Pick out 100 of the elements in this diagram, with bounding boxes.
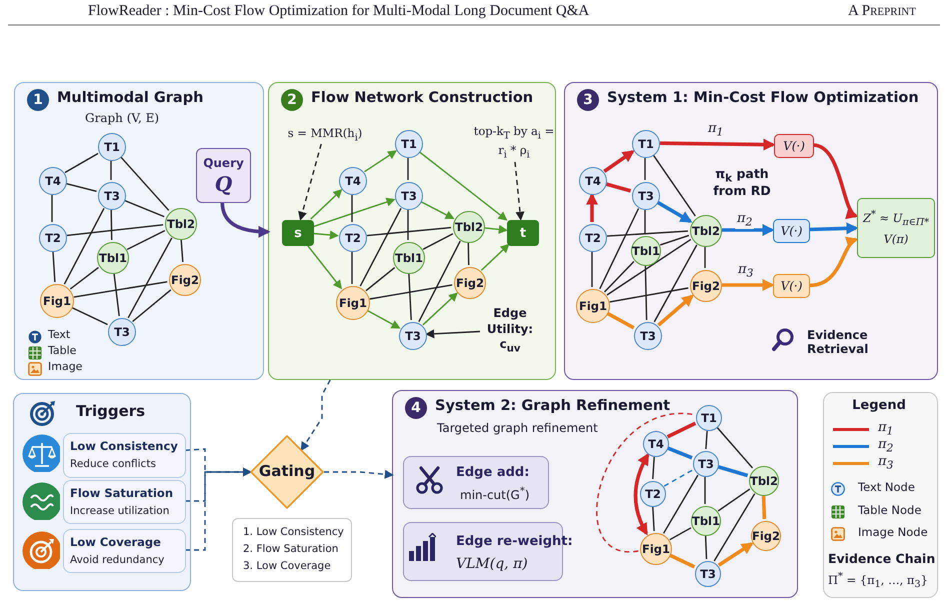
arrow bbox=[364, 150, 397, 172]
connector-line bbox=[704, 247, 706, 268]
arrow bbox=[306, 244, 342, 290]
terminal-box: s bbox=[282, 220, 314, 246]
annotation-text: π$_{k}$ path from RD bbox=[712, 167, 772, 199]
panel-title: System 2: Graph Refinement bbox=[435, 398, 670, 415]
arrow bbox=[657, 294, 694, 327]
connector-line bbox=[408, 274, 412, 320]
text-node: T3 bbox=[98, 182, 126, 210]
legend-heading: Legend bbox=[851, 399, 907, 414]
connector-line bbox=[124, 200, 164, 218]
connector-line bbox=[762, 496, 766, 520]
arrow bbox=[812, 143, 858, 218]
connector-line bbox=[610, 287, 688, 303]
connector-line bbox=[667, 446, 693, 460]
panel-subtitle: Graph (V, E) bbox=[85, 112, 160, 126]
text-node: T3 bbox=[399, 322, 427, 350]
connector-line bbox=[660, 234, 690, 246]
connector-line bbox=[604, 261, 634, 292]
annotation-text: Edge Utility: c$_{uv}$ bbox=[481, 304, 539, 358]
dashed-arrow bbox=[514, 162, 524, 221]
connector-line bbox=[654, 244, 698, 322]
legend-label: Text bbox=[48, 329, 70, 342]
trigger-title: Flow Saturation bbox=[70, 487, 174, 500]
value-box: V(·) bbox=[773, 274, 810, 298]
connector-line bbox=[714, 493, 756, 562]
connector-line bbox=[652, 456, 655, 480]
connector-line bbox=[113, 274, 120, 316]
text-node: T2 bbox=[39, 224, 67, 252]
panel-subtitle: Targeted graph refinement bbox=[437, 422, 598, 436]
connector-line bbox=[704, 536, 708, 560]
panel-title: Flow Network Construction bbox=[311, 90, 534, 107]
connector-line bbox=[51, 195, 53, 222]
legend-label: Table Node bbox=[858, 504, 922, 518]
gating-label: Gating bbox=[258, 463, 316, 480]
connector-line bbox=[66, 224, 164, 236]
connector-line bbox=[64, 208, 105, 284]
table-node: Tbl2 bbox=[690, 215, 722, 247]
panel-title: Multimodal Graph bbox=[57, 90, 204, 107]
legend-subheading: Evidence Chain bbox=[828, 552, 936, 566]
arrow bbox=[420, 201, 454, 220]
table-node: Tbl1 bbox=[97, 242, 129, 274]
image-node: Fig1 bbox=[576, 289, 610, 323]
annotation-text: top-k$_{T}$ by a$_{i}$ = r$_{i}$ * ρ$_{i}$ bbox=[471, 123, 557, 163]
panel bbox=[392, 390, 798, 598]
dashed-connector-line bbox=[664, 469, 694, 487]
text-node: T1 bbox=[98, 133, 126, 161]
arrow bbox=[660, 138, 776, 151]
trigger-card bbox=[63, 529, 186, 573]
connector-line bbox=[360, 208, 402, 286]
connector-line bbox=[666, 422, 696, 438]
arrow bbox=[425, 329, 480, 338]
action-title: Edge re-weight: bbox=[456, 535, 573, 550]
trigger-description: Increase utilization bbox=[70, 505, 170, 518]
list-item: 2. Flow Saturation bbox=[243, 543, 338, 556]
caption-text: Evidence Retrieval bbox=[807, 329, 867, 357]
connector-line bbox=[132, 289, 172, 322]
connector-line bbox=[70, 266, 99, 290]
arrow bbox=[657, 201, 692, 223]
connector-line bbox=[705, 430, 708, 450]
text-node: T2 bbox=[640, 481, 666, 507]
legend-label: Image Node bbox=[858, 526, 928, 540]
text-node: T3 bbox=[695, 561, 721, 587]
connector-line bbox=[110, 161, 112, 180]
image-node: Fig2 bbox=[169, 264, 201, 296]
connector-line bbox=[110, 210, 112, 240]
connector-line bbox=[599, 208, 640, 290]
text-node: T2 bbox=[579, 224, 607, 252]
value-box: V(·) bbox=[773, 219, 810, 243]
connector-line bbox=[606, 312, 635, 330]
legend-label: π$_{2}$ bbox=[878, 438, 894, 456]
text-node: T3 bbox=[693, 451, 719, 477]
header-note: A Preprint bbox=[848, 3, 916, 20]
annotation-text: s = MMR(h$_{i}$) bbox=[279, 125, 371, 145]
connector-line bbox=[606, 238, 692, 296]
list-box bbox=[232, 518, 352, 582]
legend-label: π$_{3}$ bbox=[878, 455, 894, 472]
image-node: Fig1 bbox=[336, 286, 370, 320]
text-node: T4 bbox=[579, 167, 607, 195]
connector-line bbox=[64, 152, 98, 174]
connector-line bbox=[128, 238, 172, 318]
connector-line bbox=[422, 233, 454, 250]
connector-line bbox=[606, 230, 688, 237]
arrow bbox=[480, 244, 510, 271]
legend-label: π$_{1}$ bbox=[878, 421, 894, 438]
list-item: 1. Low Consistency bbox=[243, 526, 344, 538]
decision-diamond bbox=[250, 435, 324, 509]
connector-line bbox=[652, 154, 696, 216]
trigger-card bbox=[63, 480, 186, 524]
connector-line bbox=[366, 267, 396, 292]
arrow bbox=[484, 224, 508, 234]
step-badge: 3 bbox=[577, 89, 599, 111]
panel bbox=[564, 82, 938, 380]
connector-line bbox=[120, 156, 170, 211]
connector-line bbox=[591, 252, 593, 287]
arrow bbox=[220, 202, 270, 238]
dashed-arrow bbox=[300, 380, 331, 452]
connector-line bbox=[370, 284, 452, 300]
panel-title: System 1: Min-Cost Flow Optimization bbox=[607, 90, 919, 107]
connector-line bbox=[126, 230, 166, 250]
